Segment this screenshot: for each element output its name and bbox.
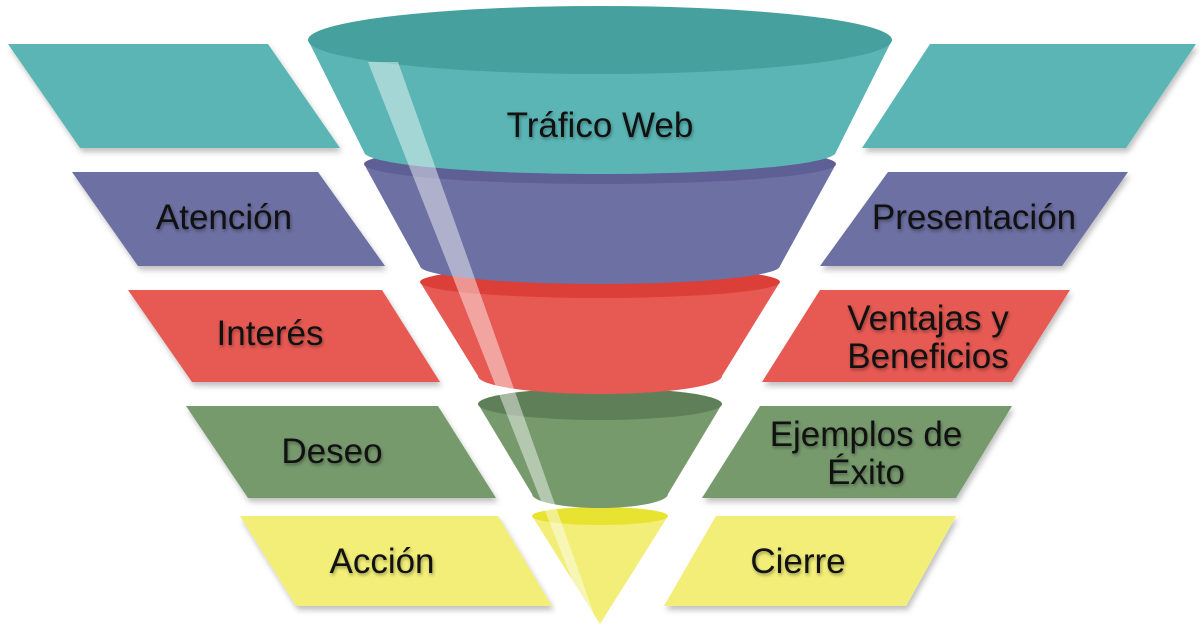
right-panel-interest: [762, 290, 1070, 382]
funnel-band-desire: [478, 388, 722, 508]
right-panels: [664, 44, 1196, 606]
left-label-action: Acción: [329, 542, 435, 581]
left-label-attention: Atención: [155, 198, 293, 237]
right-label-interest: Ventajas y Beneficios: [847, 299, 1009, 376]
funnel-band-action: [532, 507, 668, 624]
right-label-desire: Ejemplos de Éxito: [769, 415, 963, 492]
funnel-gloss: [368, 62, 596, 620]
right-panel-action: [664, 516, 956, 606]
left-panel-attention: [72, 172, 385, 266]
funnel-bands: [308, 6, 892, 624]
left-panel-action: [240, 516, 552, 606]
left-label-interest: Interés: [216, 314, 324, 353]
left-panel-desire: [186, 406, 496, 498]
right-label-attention: Presentación: [871, 198, 1077, 237]
right-label-action: Cierre: [750, 542, 846, 581]
left-panels: [8, 44, 552, 606]
right-panel-attention: [820, 172, 1128, 266]
funnel-band-traffic: [308, 6, 892, 174]
right-panel-traffic: [862, 44, 1196, 148]
right-panel-desire: [702, 406, 1012, 498]
funnel-center-label-traffic: Tráfico Web: [506, 106, 694, 145]
left-panel-interest: [128, 290, 440, 382]
left-label-desire: Deseo: [281, 432, 383, 471]
left-panel-traffic: [8, 44, 340, 148]
